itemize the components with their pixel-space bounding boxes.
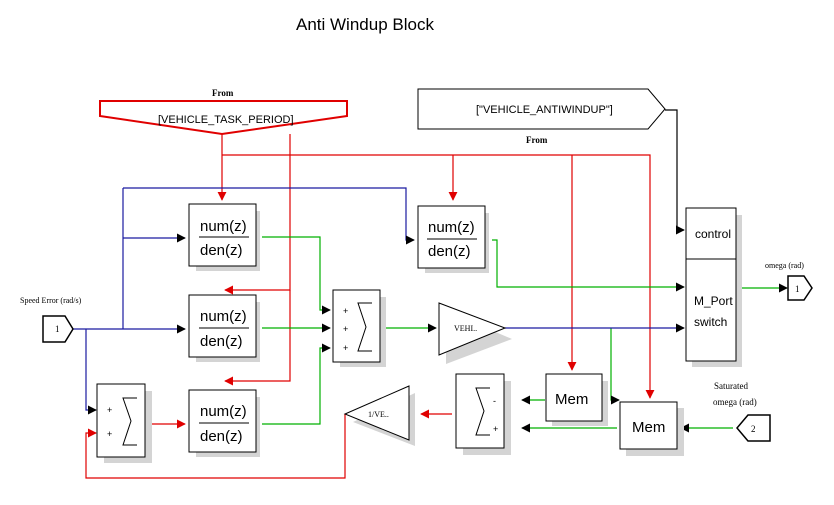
sum-block-main[interactable]: + + +: [332, 289, 386, 367]
tf-block-4[interactable]: num(z) den(z): [417, 205, 489, 273]
from-block-task-period[interactable]: From [VEHICLE_TASK_PERIOD]: [99, 88, 348, 136]
gain-vehi-label: VEHI..: [454, 324, 477, 333]
sum-main-sign-1: +: [343, 306, 348, 316]
sum-block-feedback[interactable]: - +: [455, 373, 511, 455]
tf1-denominator: den(z): [200, 242, 243, 259]
tf4-numerator: num(z): [428, 219, 475, 236]
from-tag-task-period: [VEHICLE_TASK_PERIOD]: [158, 114, 294, 126]
outport-omega[interactable]: omega (rad) 1: [765, 261, 813, 301]
mem2-label: Mem: [632, 419, 665, 436]
mem1-label: Mem: [555, 391, 588, 408]
tf-block-1[interactable]: num(z) den(z): [188, 203, 260, 271]
gain-inverse-label: 1/VE..: [368, 410, 389, 419]
inport2-number: 2: [751, 424, 756, 434]
green-signal-lines: [262, 236, 788, 433]
tf3-denominator: den(z): [200, 428, 243, 445]
tf2-numerator: num(z): [200, 308, 247, 325]
sum-main-sign-3: +: [343, 343, 348, 353]
outport1-number: 1: [795, 284, 800, 294]
from-label-2: From: [526, 135, 548, 145]
switch-label-line1: M_Port: [694, 294, 733, 308]
gain-block-vehi[interactable]: VEHI..: [438, 302, 512, 364]
inport2-label-line2: omega (rad): [713, 397, 757, 407]
inport-speed-error[interactable]: Speed Error (rad/s) 1: [20, 296, 82, 343]
from-label-1: From: [212, 88, 234, 98]
tf1-numerator: num(z): [200, 218, 247, 235]
outport1-label: omega (rad): [765, 261, 804, 270]
inport-saturated-omega[interactable]: Saturated omega (rad) 2: [713, 381, 771, 442]
sum-block-left[interactable]: + +: [96, 383, 152, 463]
mem-block-2[interactable]: Mem: [619, 401, 684, 456]
tf2-denominator: den(z): [200, 333, 243, 350]
tf-block-3[interactable]: num(z) den(z): [188, 389, 260, 457]
sum-left-sign-2: +: [107, 429, 112, 439]
sum-main-sign-2: +: [343, 324, 348, 334]
control-line: [665, 109, 685, 235]
inport1-number: 1: [55, 324, 60, 334]
sum-left-sign-1: +: [107, 405, 112, 415]
multiport-switch-block[interactable]: control M_Port switch: [685, 207, 742, 367]
switch-control-label: control: [695, 227, 731, 241]
sum-fb-sign-1: -: [493, 396, 496, 406]
tf3-numerator: num(z): [200, 403, 247, 420]
inport1-label: Speed Error (rad/s): [20, 296, 82, 305]
from-block-antiwindup[interactable]: ["VEHICLE_ANTIWINDUP"] From: [417, 88, 666, 145]
blue-signal-lines: [73, 187, 415, 415]
from-tag-antiwindup: ["VEHICLE_ANTIWINDUP"]: [476, 104, 613, 116]
red-signal-lines: [85, 134, 655, 479]
mem-block-1[interactable]: Mem: [545, 373, 608, 426]
tf-block-2[interactable]: num(z) den(z): [188, 294, 260, 362]
gain-block-inverse[interactable]: 1/VE..: [343, 385, 415, 446]
sum-fb-sign-2: +: [493, 424, 498, 434]
diagram-title: Anti Windup Block: [296, 15, 434, 34]
switch-label-line2: switch: [694, 315, 727, 329]
inport2-label-line1: Saturated: [714, 381, 748, 391]
tf4-denominator: den(z): [428, 243, 471, 260]
